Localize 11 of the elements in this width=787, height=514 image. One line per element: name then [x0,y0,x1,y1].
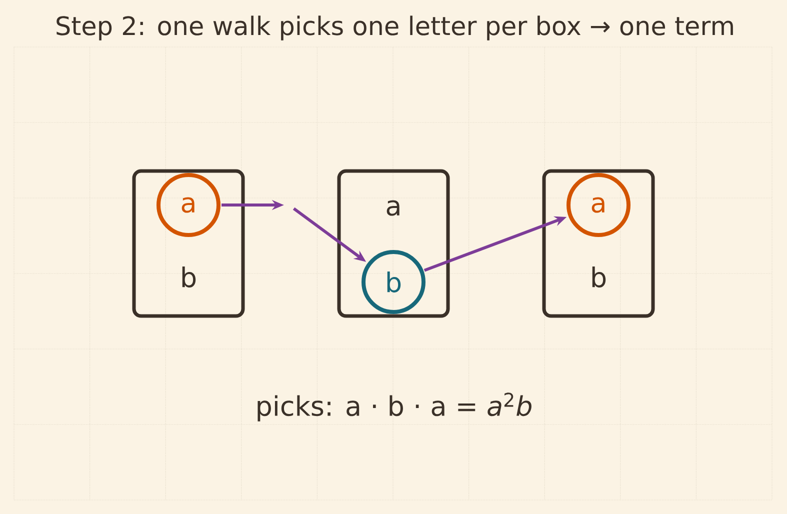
letter: b [182,266,196,288]
letter: a [386,200,400,216]
letter: b [592,266,606,288]
circled-letter: a [566,173,630,237]
circled-letter: b [362,250,426,314]
title: Step 2: one walk picks one letter per box → one term [56,16,733,40]
letter-box [337,169,450,318]
letter-box [542,169,655,318]
circled-letter: a [156,173,220,237]
equation: picks: a · b · a = a$^{2}$b [258,392,532,422]
letter-box [132,169,245,318]
